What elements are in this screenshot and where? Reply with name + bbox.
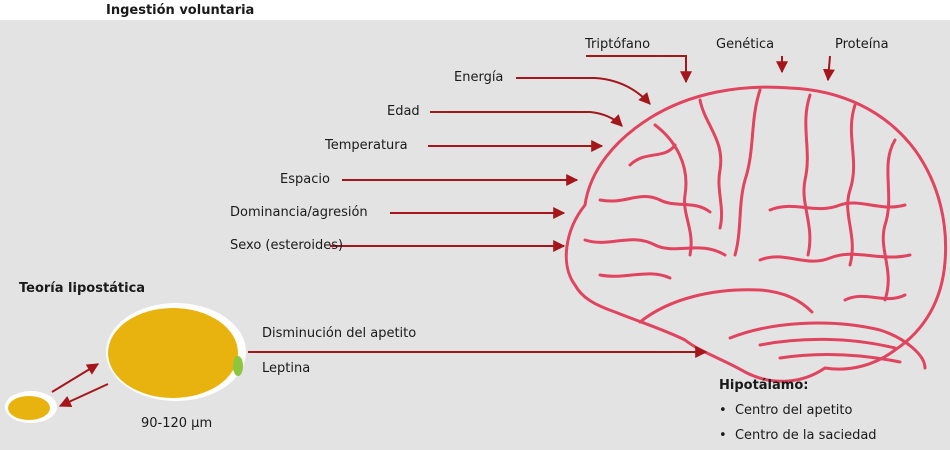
hypothalamus-title: Hipotálamo: <box>719 378 809 393</box>
arrow-growth <box>51 363 100 393</box>
gyrus-3 <box>802 93 812 257</box>
gyrus-6 <box>598 195 712 214</box>
large-fat-cell <box>108 308 238 398</box>
arrow-energia <box>516 77 651 105</box>
arrow-triptofano <box>586 55 692 84</box>
bullet-icon: • <box>719 428 735 443</box>
hypothalamus-item: • Centro de la saciedad <box>719 428 877 444</box>
label-leptina: Leptina <box>262 361 311 376</box>
factor-arrows <box>51 55 835 407</box>
label-genetica: Genética <box>716 37 775 52</box>
gyrus-4 <box>846 103 857 267</box>
header-strip <box>0 0 950 20</box>
label-edad: Edad <box>387 104 420 119</box>
label-proteina: Proteína <box>835 37 889 52</box>
bullet-icon: • <box>719 403 735 418</box>
gyrus-11 <box>628 143 677 167</box>
central-sulcus <box>733 88 762 257</box>
label-temperatura: Temperatura <box>325 138 408 153</box>
gyrus-10 <box>758 252 912 263</box>
fat-cells <box>5 303 246 423</box>
gyrus-5 <box>881 138 897 302</box>
brain-outline <box>564 85 948 383</box>
lipostatic-title: Teoría lipostática <box>19 281 146 296</box>
label-cell-size: 90-120 µm <box>141 416 213 431</box>
gyrus-9 <box>768 201 907 212</box>
temporal-line <box>638 288 814 324</box>
gyrus-7 <box>583 238 727 257</box>
cerebellum-outline <box>728 321 927 370</box>
large-fat-cell-nucleus <box>233 356 243 376</box>
small-fat-cell <box>8 396 50 420</box>
cerebellum-fold-2 <box>778 353 902 364</box>
hypothalamus-item-text: Centro de la saciedad <box>734 428 877 443</box>
hypothalamus-item: • Centro del apetito <box>719 403 852 419</box>
brain-illustration <box>564 85 948 383</box>
arrow-proteina <box>822 55 835 82</box>
gyrus-2 <box>698 98 724 230</box>
label-disminucion: Disminución del apetito <box>262 326 417 341</box>
gyrus-1 <box>653 123 693 257</box>
label-dominancia: Dominancia/agresión <box>230 205 368 220</box>
cerebellum-fold-1 <box>758 337 897 350</box>
label-triptofano: Triptófano <box>585 37 651 52</box>
arrow-edad <box>430 111 623 127</box>
diagram-title: Ingestión voluntaria <box>106 3 255 18</box>
label-sexo: Sexo (esteroides) <box>230 238 344 253</box>
label-espacio: Espacio <box>280 172 330 187</box>
arrow-shrink <box>58 383 109 407</box>
label-energia: Energía <box>454 70 504 85</box>
hypothalamus-item-text: Centro del apetito <box>734 403 853 418</box>
gyrus-12 <box>843 293 907 302</box>
gyrus-8 <box>598 272 672 280</box>
